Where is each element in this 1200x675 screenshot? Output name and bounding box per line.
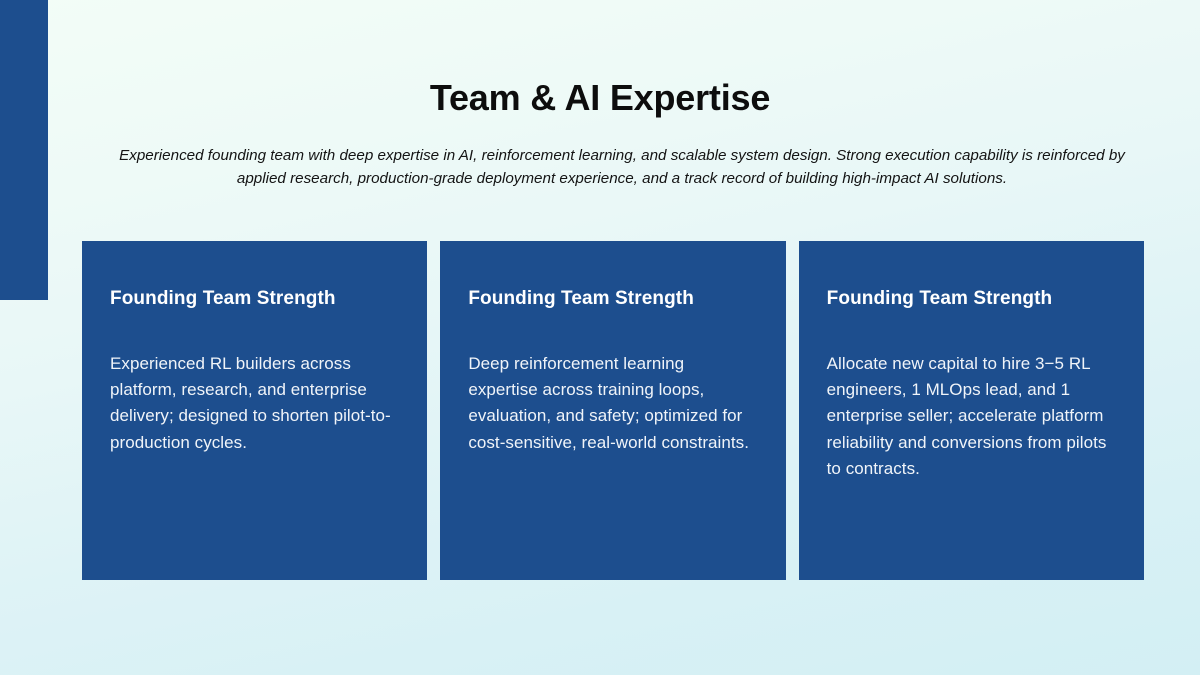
card-founding-team-strength-2[interactable]: Founding Team Strength Deep reinforcemen… bbox=[440, 241, 786, 580]
card-title: Founding Team Strength bbox=[826, 288, 1053, 309]
card-body: Experienced RL builders across platform,… bbox=[110, 354, 391, 452]
card-body: Allocate new capital to hire 3−5 RL engi… bbox=[826, 354, 1107, 478]
card-founding-team-strength-3[interactable]: Founding Team Strength Allocate new capi… bbox=[798, 241, 1144, 580]
card-title: Founding Team Strength bbox=[110, 288, 336, 309]
card-body: Deep reinforcement learning expertise ac… bbox=[468, 354, 749, 452]
card-title: Founding Team Strength bbox=[468, 288, 694, 309]
slide-subtitle: Experienced founding team with deep expe… bbox=[119, 147, 1125, 187]
card-founding-team-strength-1[interactable]: Founding Team Strength Experienced RL bu… bbox=[82, 241, 428, 580]
cards-row: Founding Team Strength Experienced RL bu… bbox=[82, 241, 1144, 580]
page-title: Team & AI Expertise bbox=[429, 77, 771, 119]
left-accent-bar bbox=[0, 0, 48, 300]
